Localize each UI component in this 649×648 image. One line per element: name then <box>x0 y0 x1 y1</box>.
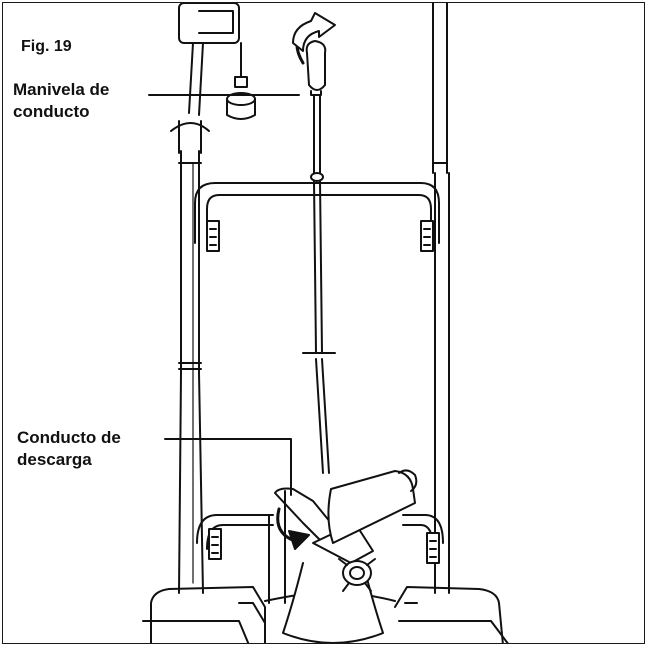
chute-crank <box>302 40 336 474</box>
figure-title: Fig. 19 <box>21 38 72 55</box>
left-handle <box>170 120 210 594</box>
label-chute-crank-line2: conducto <box>13 102 90 121</box>
lower-knob-right-icon <box>426 532 440 564</box>
chute-rotate-arrow-icon <box>276 507 310 550</box>
cord-plug-icon <box>226 42 256 120</box>
rotate-arrow-icon <box>292 12 336 65</box>
label-chute-crank-line1: Manivela de <box>13 80 110 99</box>
lower-knob-left-icon <box>208 528 222 560</box>
right-handle <box>432 3 450 594</box>
leader-line-chute <box>164 438 292 496</box>
label-discharge-chute-line2: descarga <box>17 450 92 469</box>
cord-holder <box>178 3 240 116</box>
upper-knob-right-icon <box>420 220 434 252</box>
snow-thrower-illustration <box>142 3 509 643</box>
upper-crossbar <box>194 182 440 244</box>
discharge-chute <box>268 469 418 643</box>
label-chute-crank: Manivela de conducto <box>13 79 109 123</box>
label-discharge-chute-line1: Conducto de <box>17 428 121 447</box>
label-discharge-chute: Conducto de descarga <box>17 427 121 471</box>
upper-knob-left-icon <box>206 220 220 252</box>
leader-lines <box>148 94 300 496</box>
